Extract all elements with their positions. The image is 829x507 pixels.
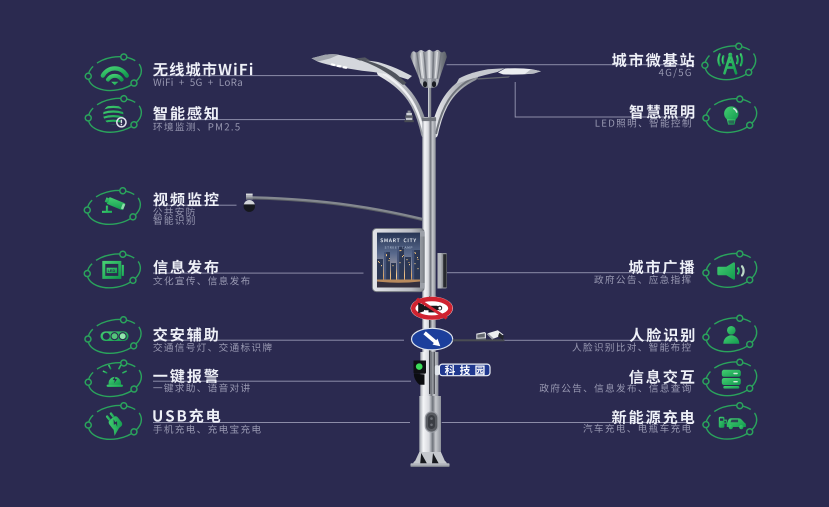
- svg-text:LED: LED: [108, 269, 116, 273]
